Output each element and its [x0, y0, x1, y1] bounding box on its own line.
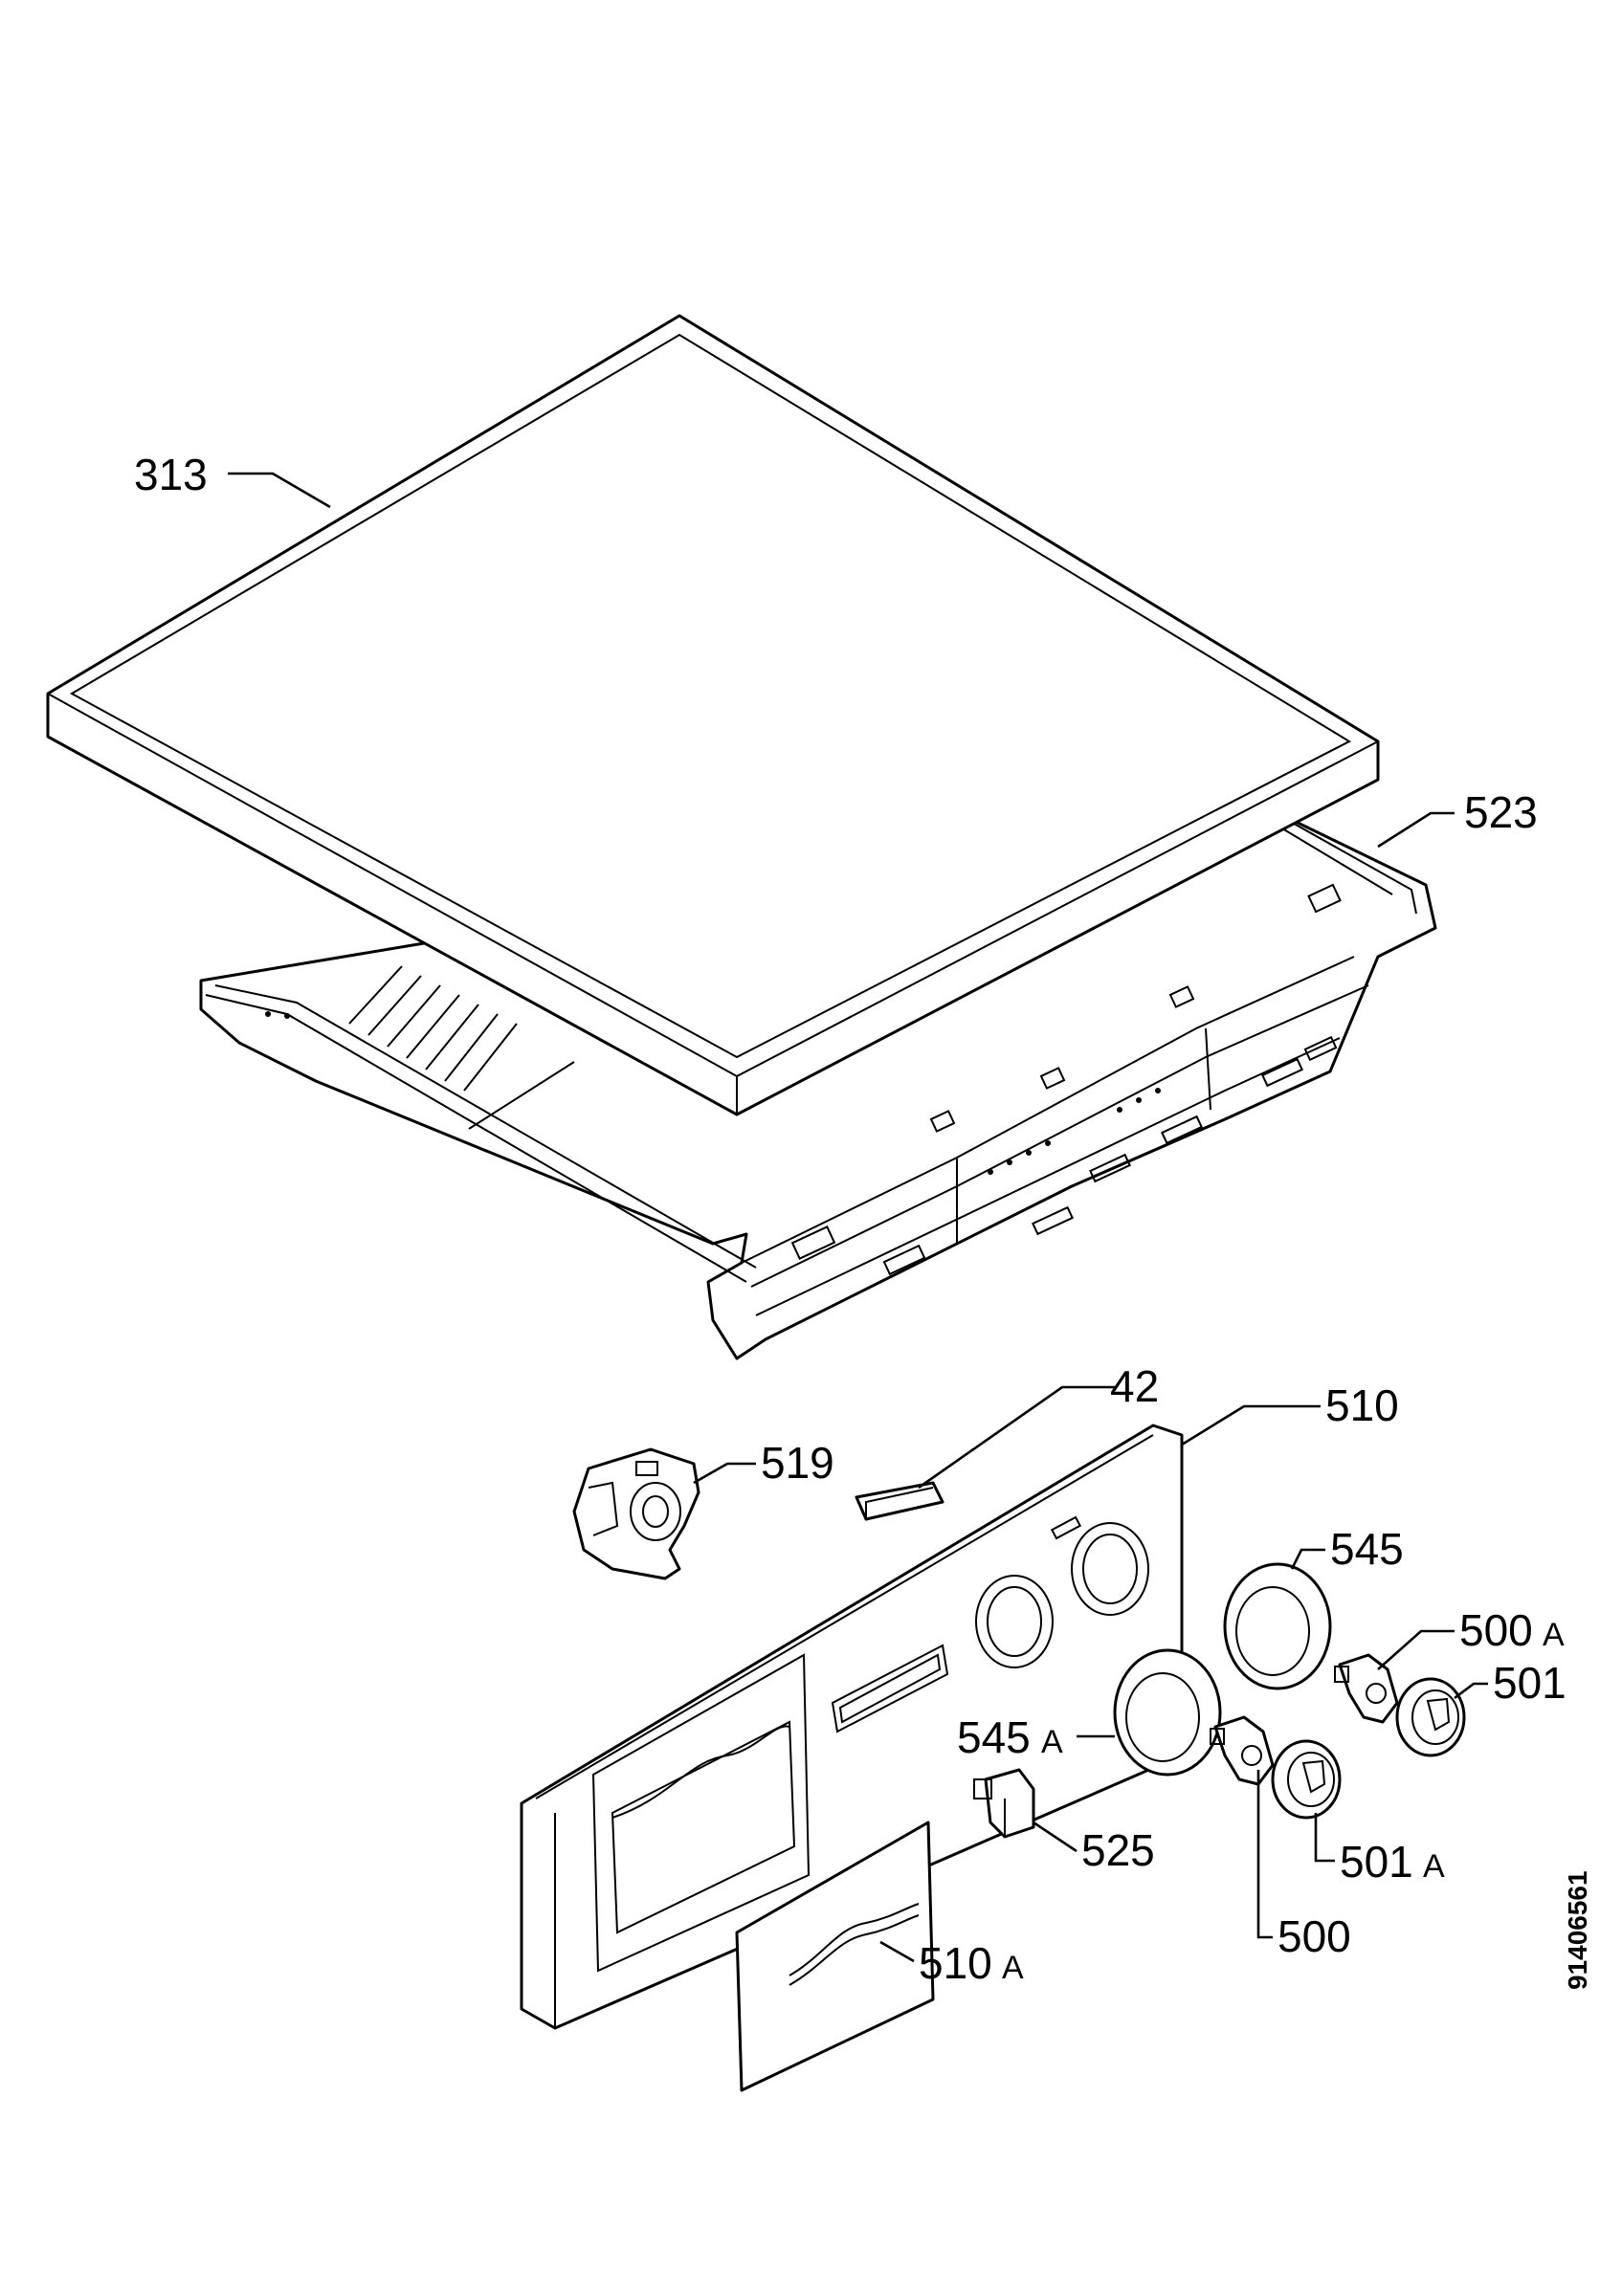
label-501A-number: 501 — [1340, 1837, 1413, 1887]
label-42: 42 — [1110, 1361, 1159, 1411]
knob-501 — [1395, 1677, 1466, 1757]
switch-525 — [973, 1768, 1035, 1839]
frame-holes — [265, 1011, 1161, 1175]
label-519: 519 — [761, 1438, 834, 1488]
label-500A-suffix: A — [1543, 1617, 1565, 1653]
knob-cap-545 — [1223, 1562, 1332, 1690]
label-500A-number: 500 — [1459, 1605, 1533, 1655]
part-labels: 313 523 42 510 519 545 500 A 501 545 A 5… — [134, 450, 1566, 1988]
label-313: 313 — [134, 450, 208, 499]
label-523: 523 — [1464, 787, 1538, 837]
label-501A-suffix: A — [1423, 1848, 1445, 1885]
switch-bracket-519 — [572, 1447, 700, 1580]
drawer-insert-510A — [735, 1821, 935, 2092]
label-545: 545 — [1330, 1524, 1404, 1574]
knob-adaptor-500A — [1334, 1653, 1399, 1724]
knob-cap-545A — [1113, 1648, 1222, 1777]
label-525: 525 — [1081, 1825, 1155, 1875]
leader-lines — [228, 472, 1488, 1963]
knob-adaptor-500 — [1210, 1715, 1275, 1786]
label-545A-number: 545 — [957, 1712, 1031, 1762]
document-number: 91406561 — [1563, 1870, 1592, 1990]
control-panel-510 — [520, 1424, 1184, 2030]
part-42 — [855, 1481, 944, 1521]
label-510A-number: 510 — [919, 1938, 992, 1988]
label-510: 510 — [1325, 1380, 1399, 1430]
label-500: 500 — [1278, 1911, 1351, 1961]
label-545A-suffix: A — [1041, 1724, 1063, 1760]
top-lid-313 — [46, 314, 1380, 1116]
label-501: 501 — [1493, 1658, 1566, 1708]
label-510A-suffix: A — [1002, 1950, 1024, 1986]
knob-501A — [1271, 1739, 1342, 1820]
vent-slots — [348, 965, 575, 1130]
